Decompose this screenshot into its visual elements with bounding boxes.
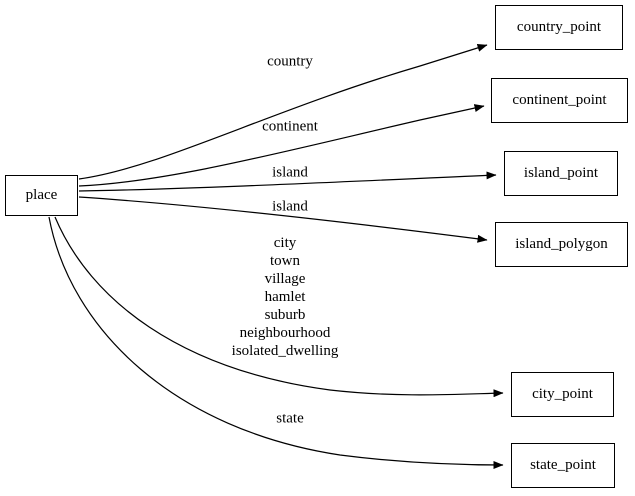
node-label: continent_point <box>512 92 607 108</box>
edge-label-line: hamlet <box>264 289 306 305</box>
node-label: country_point <box>516 19 602 35</box>
node-continent_point[interactable]: continent_point <box>491 78 628 123</box>
edge-label-line: isolated_dwelling <box>231 343 339 359</box>
edge-label-line: city <box>273 235 297 251</box>
node-place[interactable]: place <box>5 175 78 216</box>
edge-state-point <box>48 216 504 469</box>
node-label: island_polygon <box>515 236 608 252</box>
node-label: state_point <box>530 457 596 473</box>
edge-label-island_polygon: island <box>272 198 308 215</box>
edge-label-island_point: island <box>272 164 308 181</box>
edge-label-country_point: country <box>267 53 313 70</box>
edge-island-polygon <box>78 196 488 243</box>
node-country_point[interactable]: country_point <box>495 5 623 50</box>
node-island_point[interactable]: island_point <box>504 151 618 196</box>
edge-country <box>78 44 488 180</box>
node-city_point[interactable]: city_point <box>511 372 614 417</box>
edge-label-city_point: city town village hamlet suburb neighbourhood… <box>232 234 339 360</box>
edge-label-line: town <box>270 253 300 269</box>
edge-continent <box>78 104 485 187</box>
edge-label-line: village <box>264 271 306 287</box>
edge-label-line: neighbourhood <box>239 325 331 341</box>
edge-island-point <box>78 171 497 192</box>
node-label: island_point <box>523 165 599 181</box>
edge-path-group <box>48 44 504 469</box>
node-island_polygon[interactable]: island_polygon <box>495 222 628 267</box>
edge-city-point <box>54 216 504 398</box>
node-state_point[interactable]: state_point <box>511 443 615 488</box>
edge-label-continent_point: continent <box>262 118 318 135</box>
edge-label-state_point: state <box>276 410 304 427</box>
edge-label-line: suburb <box>264 307 306 323</box>
node-label: city_point <box>532 386 593 402</box>
node-label: place <box>25 187 58 203</box>
